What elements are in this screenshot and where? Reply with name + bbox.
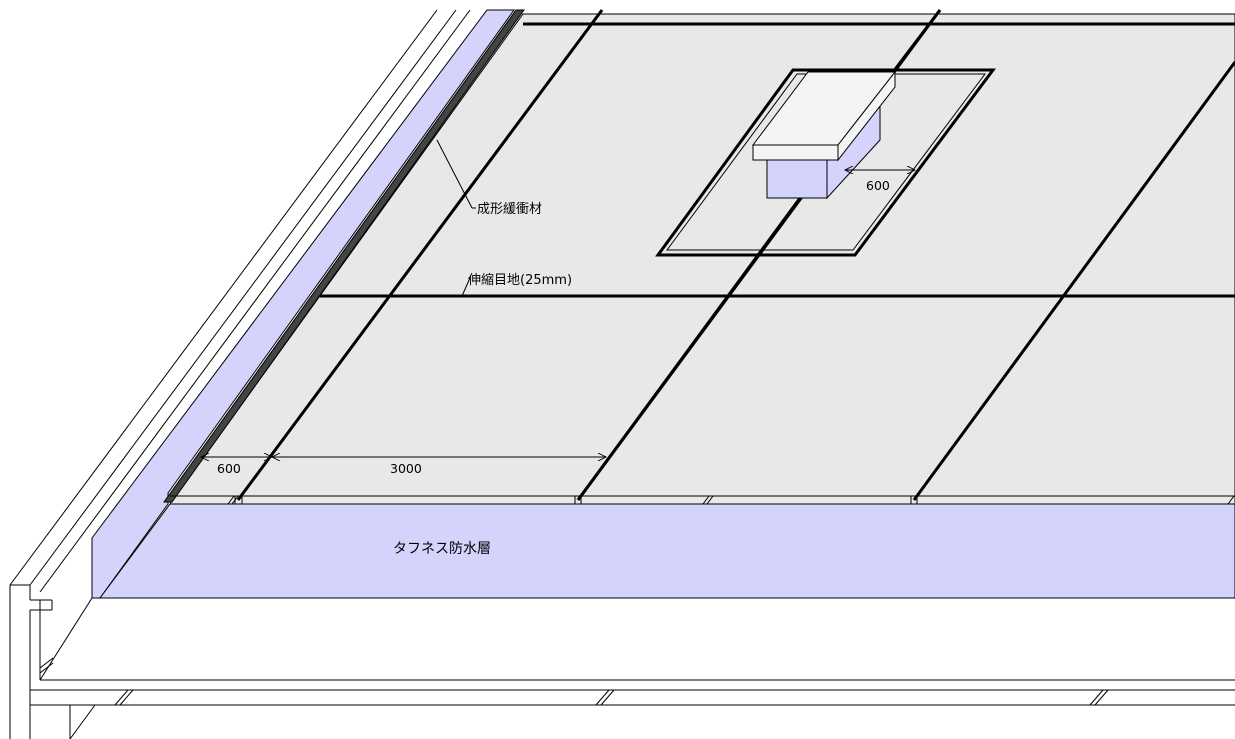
- slab-section: [39, 597, 1235, 681]
- joint-ticks: [39, 495, 1235, 706]
- dimension-lines: [201, 139, 915, 457]
- cushion-material: [163, 9, 525, 503]
- dim-joint-spacing: 3000: [390, 461, 422, 476]
- label-expansion-joint: 伸縮目地(25mm): [468, 272, 572, 288]
- dim-penetration-clearance: 600: [866, 178, 890, 193]
- dim-edge-offset: 600: [217, 461, 241, 476]
- label-cushion: 成形緩衝材: [477, 202, 542, 217]
- curb-cap: [751, 70, 897, 162]
- waterproof-membrane-front: [99, 503, 1235, 599]
- curb-base: [766, 98, 881, 200]
- penetration-opening: [655, 68, 996, 257]
- parapet-structure: [9, 9, 1235, 739]
- joint-through-penetration: [576, 9, 942, 501]
- label-waterproof: タフネス防水層: [393, 541, 491, 557]
- slab-front-edge: [170, 495, 1235, 505]
